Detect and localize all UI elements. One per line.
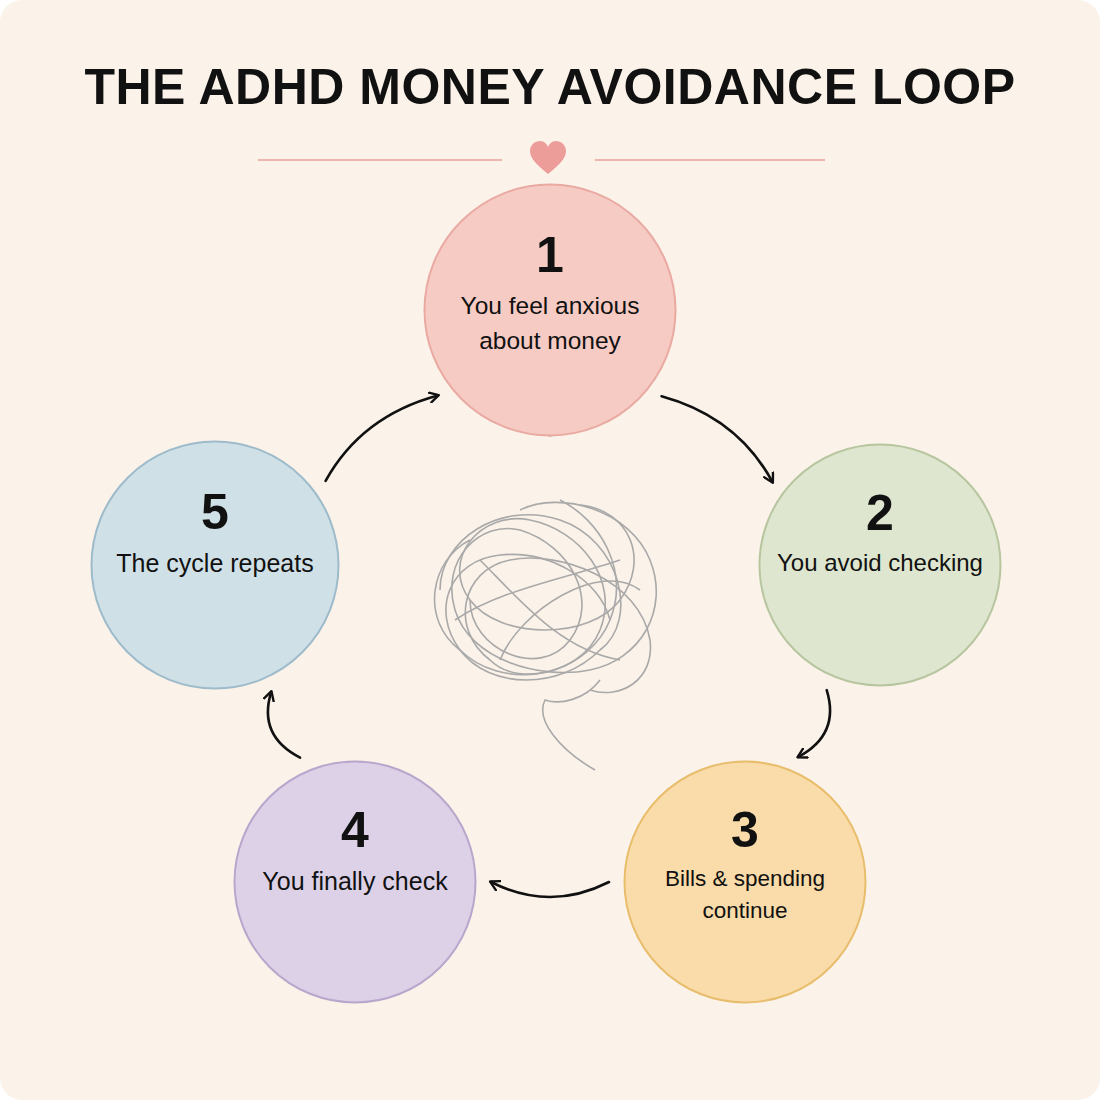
diagram-title: THE ADHD MONEY AVOIDANCE LOOP <box>0 58 1100 116</box>
step-text: You finally check <box>262 863 447 899</box>
heart-icon <box>530 141 566 174</box>
step-circle: 2You avoid checking <box>758 443 1002 687</box>
step-text: Bills & spending continue <box>640 863 850 928</box>
step-circle: 1You feel anxious about money <box>423 183 677 437</box>
divider-line <box>258 159 502 161</box>
step-text: You avoid checking <box>777 546 983 581</box>
loop-arrow <box>491 882 609 897</box>
step-number: 3 <box>731 804 759 857</box>
step-number: 5 <box>201 486 229 539</box>
step-number: 2 <box>866 487 894 540</box>
step-number: 4 <box>341 804 369 857</box>
step-number: 1 <box>536 229 564 282</box>
tangle-scribble <box>435 500 657 770</box>
step-text: You feel anxious about money <box>441 288 659 359</box>
loop-arrow <box>798 690 830 757</box>
step-circle: 3Bills & spending continue <box>623 760 867 1004</box>
loop-arrow <box>326 395 438 480</box>
step-text: The cycle repeats <box>116 545 313 581</box>
divider-line <box>595 159 825 161</box>
loop-arrow <box>268 692 300 757</box>
step-circle: 4You finally check <box>233 760 477 1004</box>
step-circle: 5The cycle repeats <box>90 440 340 690</box>
loop-arrow <box>662 396 773 482</box>
